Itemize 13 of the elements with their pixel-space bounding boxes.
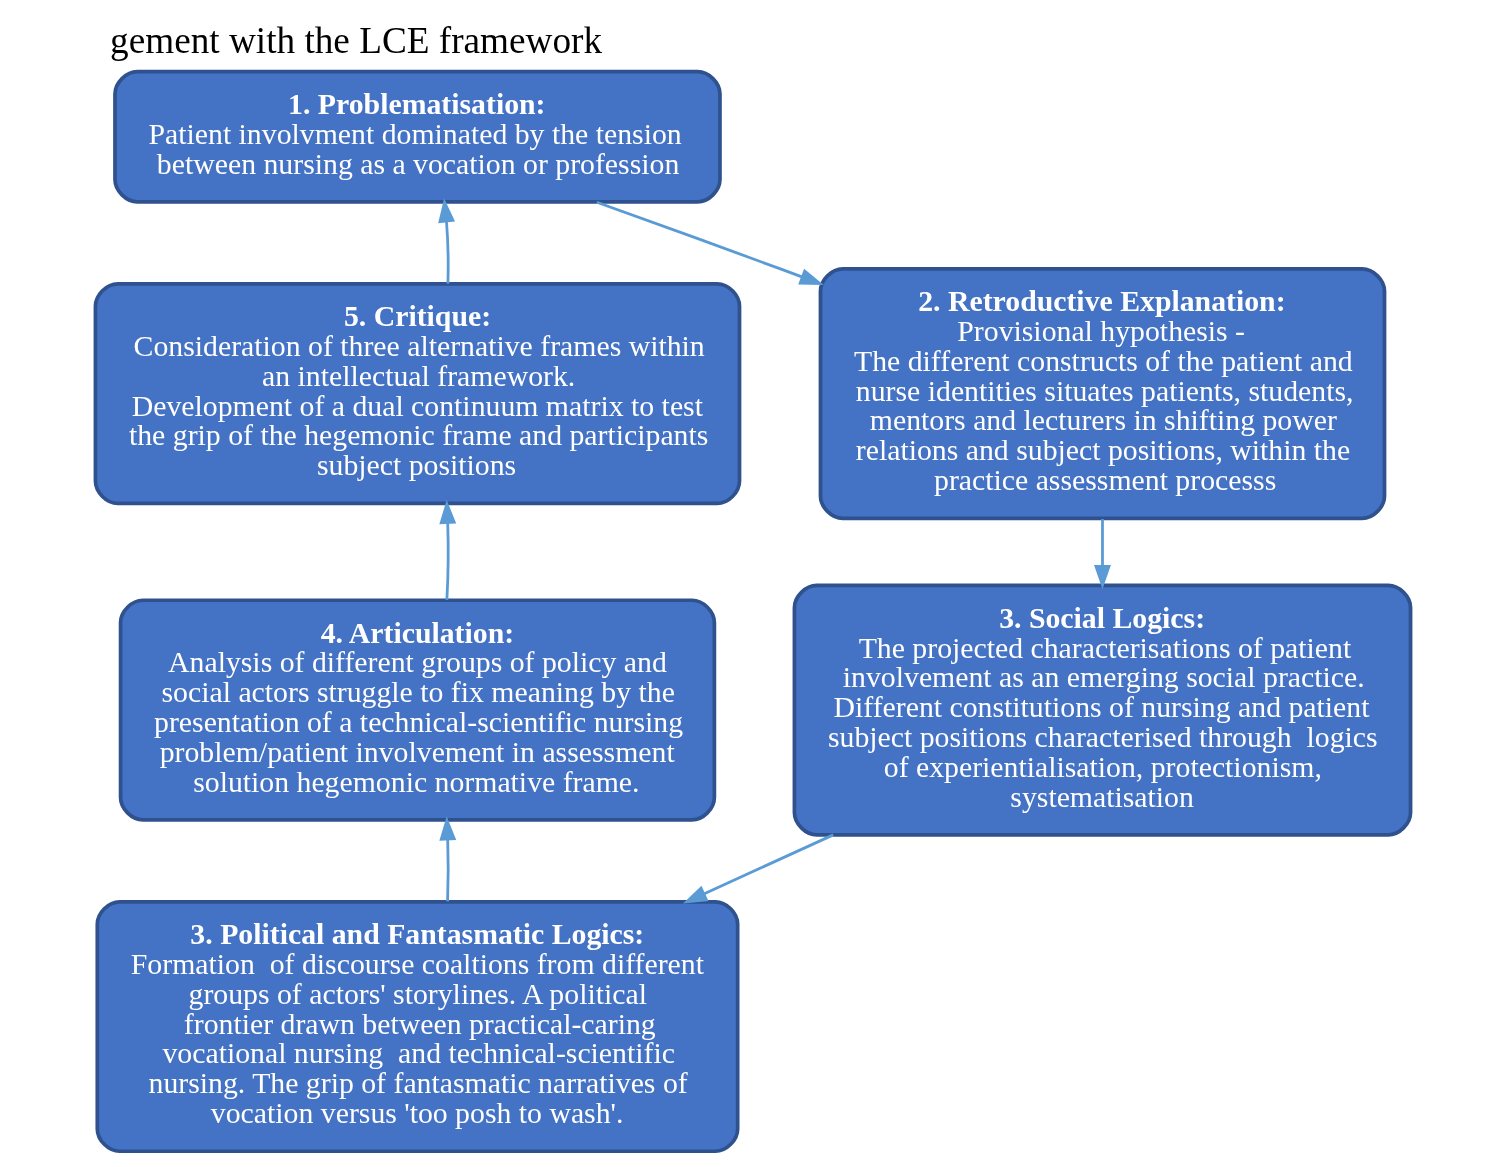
- diagram-title: gement with the LCE framework: [110, 19, 603, 61]
- node-box: 3. Social Logics: The projected characterisations of patient involvement as an emerging social practice. Different constitutions of nursing and patient subject positions characterised through logics of experientialisation, protectionism, systematisation: [792, 583, 1413, 837]
- node-box: 4. Articulation: Analysis of different groups of policy and social actors struggle to fix meaning by the presentation of a technical-scientific nursing problem/patient involvement in assessment solution hegemonic normative frame.: [118, 598, 717, 822]
- node-box: 2. Retroductive Explanation: Provisional hypothesis - The different constructs of the patient and nurse identities situates patients, students, mentors and lecturers in shifting power relations and subject positions, within the practice assessment processs: [818, 267, 1387, 521]
- arrow: [596, 200, 824, 286]
- arrow: [439, 816, 457, 902]
- arrow: [1094, 519, 1111, 590]
- node-box: 5. Critique: Consideration of three alternative frames within an intellectual framework. Development of a dual continuum matrix to test the grip of the hegemonic frame and participants subject positions: [93, 281, 742, 506]
- arrow: [439, 499, 457, 600]
- arrow: [682, 833, 834, 904]
- node-box: 3. Political and Fantasmatic Logics: Formation of discourse coaltions from different groups of actors' storylines. A political frontier drawn between practical-caring vocational nursing and technical-scientific nursing. The grip of fantasmatic narratives of vocation versus 'too posh to wash'.: [95, 899, 740, 1154]
- node-box: 1. Problematisation: Patient involvment dominated by the tension between nursing as a vocation or profession: [113, 69, 722, 204]
- arrow: [438, 198, 456, 284]
